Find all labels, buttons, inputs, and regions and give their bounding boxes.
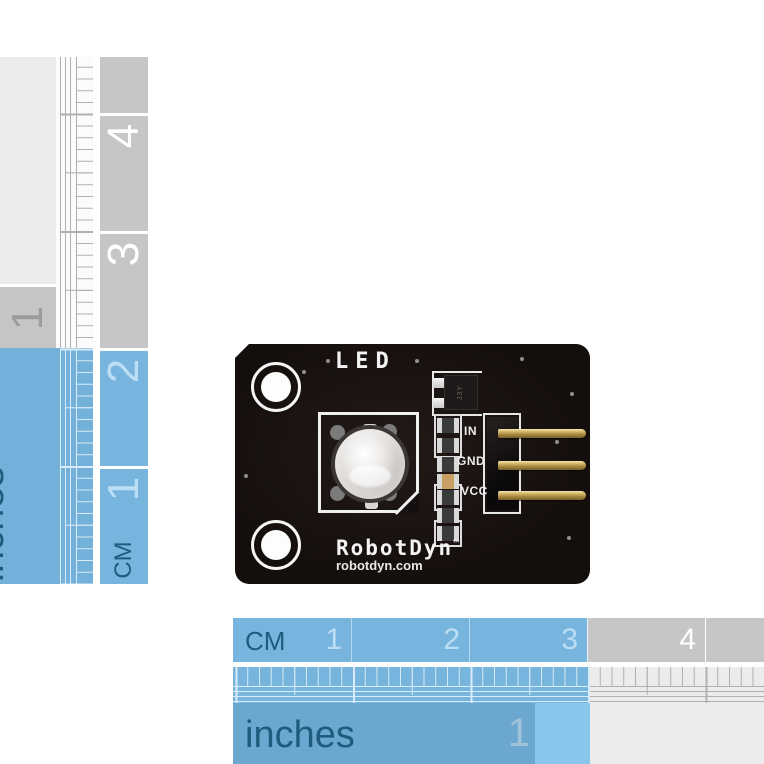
led-module-pcb: LED J3Y — [235, 344, 590, 584]
vruler-cm-cell — [100, 57, 148, 113]
hruler-inches-label: inches — [245, 714, 355, 756]
hruler-cm-cell: 4 — [588, 618, 706, 662]
smd-resistor — [437, 526, 459, 541]
vruler-inch-band-lower: inches — [0, 348, 56, 584]
hruler-inch-cell-1 — [233, 703, 535, 764]
vruler-ticks-gray — [56, 57, 93, 348]
via-dot — [244, 474, 248, 478]
vruler-tick-strip — [56, 57, 93, 584]
transistor-pad — [433, 378, 446, 388]
via-dot — [302, 370, 306, 374]
via-dot — [415, 359, 419, 363]
vruler-cm-label: CM — [110, 541, 137, 579]
vruler-cm-cell: 2 — [99, 351, 148, 466]
pin-label-in: IN — [464, 424, 477, 438]
smd-resistor — [437, 508, 459, 523]
header-pin-gnd — [498, 461, 586, 470]
smd-resistor — [437, 490, 459, 505]
hruler-cm-cell: 2 — [352, 618, 470, 662]
via-dot — [570, 392, 574, 396]
header-pin-in — [498, 429, 586, 438]
hruler-cm-label: CM — [245, 626, 286, 656]
vruler-cm-cell: 4 — [99, 116, 148, 231]
header-pin-vcc — [498, 491, 586, 500]
vruler-inch-band-upper — [0, 57, 56, 284]
brand-logo: RobotDyn™ — [336, 536, 460, 560]
mounting-hole-top — [251, 362, 301, 412]
smd-resistor — [437, 418, 459, 433]
vruler-cm-cell: 1 CM — [99, 469, 148, 584]
led-silkscreen-outline — [318, 412, 420, 515]
hruler-inch-gray — [590, 703, 764, 764]
mounting-hole-bottom — [251, 520, 301, 570]
vruler-ticks-blue — [56, 348, 93, 584]
hruler-ticks-gray — [590, 667, 764, 703]
smd-resistor — [437, 438, 459, 453]
hruler-inch-number: 1 — [507, 711, 530, 755]
website-text: robotdyn.com — [336, 558, 423, 573]
pin-label-vcc: VCC — [461, 484, 488, 498]
hruler-tick-strip — [233, 667, 764, 703]
vruler-cm-cell: 3 — [99, 234, 148, 348]
hruler-cm-cell: 3 — [470, 618, 588, 662]
hruler-ticks-blue — [233, 667, 590, 703]
smd-capacitor — [437, 474, 459, 489]
via-dot — [326, 359, 330, 363]
smd-transistor: J3Y — [444, 375, 478, 410]
led-clear-dome — [335, 429, 405, 499]
hruler-cm-cell: 1 — [233, 618, 352, 662]
hruler-inch-band: inches 1 — [233, 703, 764, 764]
hruler-cm-cell — [706, 618, 764, 662]
hruler-cm-band: 1 2 3 4 CM — [233, 618, 764, 662]
smd-resistor — [437, 457, 459, 472]
pin-label-gnd: GND — [457, 454, 486, 468]
transistor-pad — [433, 398, 446, 408]
pcb-title-text: LED — [335, 349, 396, 374]
transistor-marking: J3Y — [457, 384, 465, 401]
vruler-cm-column: 4 3 2 1 CM — [99, 57, 148, 584]
via-dot — [520, 357, 524, 361]
via-dot — [555, 440, 559, 444]
hruler-inch-cell-2 — [535, 703, 590, 764]
via-dot — [567, 536, 571, 540]
trademark-symbol: ™ — [453, 539, 460, 550]
vruler-inch-number: 1 — [2, 305, 52, 330]
vruler-inch-cell-1: 1 — [0, 287, 56, 348]
vruler-inches-label: inches — [0, 466, 12, 582]
led-tab-bottom — [365, 500, 378, 509]
